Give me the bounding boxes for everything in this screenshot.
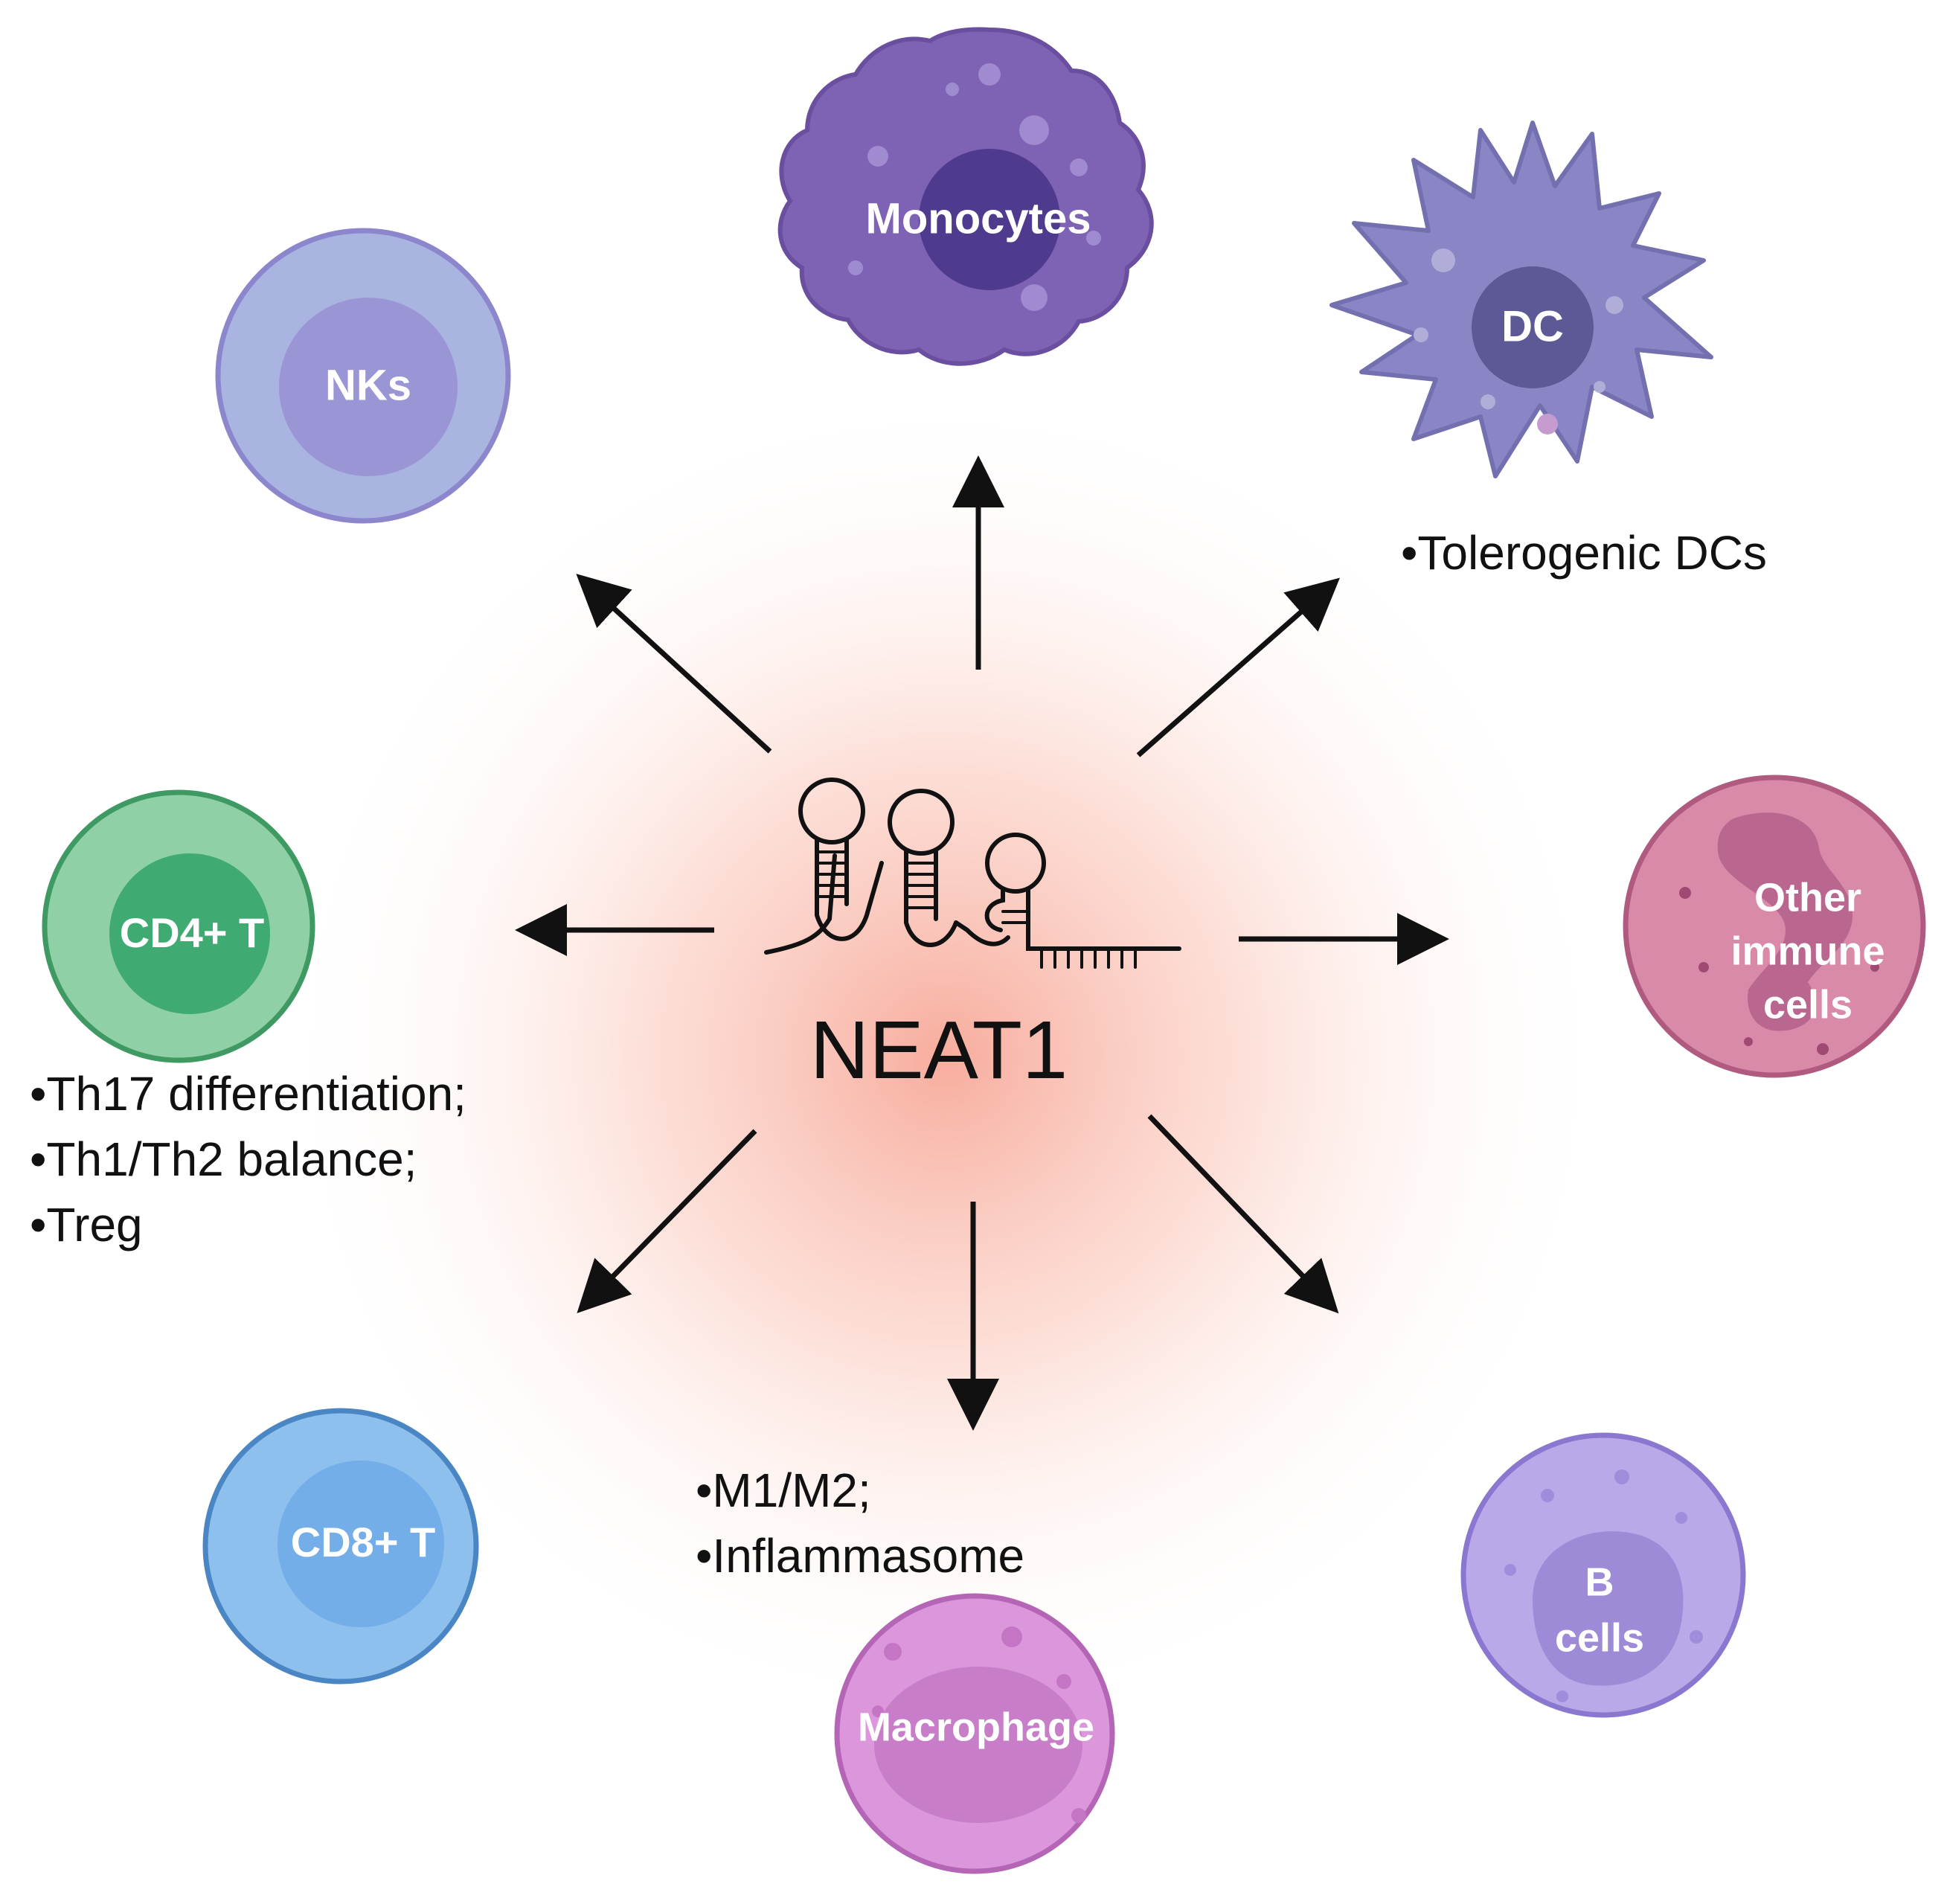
arrow-to-cd8	[577, 1129, 757, 1314]
rna-hairpin-icon	[764, 778, 1181, 969]
monocyte-cell: Monocytes	[777, 27, 1154, 366]
cd8-label: CD8+ T	[291, 1519, 436, 1565]
cd4-label: CD4+ T	[120, 909, 265, 956]
arrow-to-dc	[1136, 577, 1341, 757]
nk-cell: NKs	[215, 228, 511, 524]
dc-label: DC	[1501, 302, 1564, 350]
other-label-line1: Other	[1754, 875, 1861, 920]
cd4-note-line3: •Treg	[30, 1198, 143, 1251]
notes: •Tolerogenic DCs •Th17 differentiation; …	[30, 526, 1767, 1583]
bcells-label-line1: B	[1585, 1560, 1614, 1604]
dc-note-line1: •Tolerogenic DCs	[1401, 526, 1767, 580]
other-immune-cell: Other immune cells	[1623, 775, 1926, 1078]
arrows	[515, 455, 1449, 1431]
center-glow	[275, 387, 1614, 1726]
nks-label: NKs	[325, 361, 411, 409]
b-cell: B cells	[1460, 1432, 1746, 1718]
other-label-line2: immune	[1730, 929, 1884, 973]
neat1-label: NEAT1	[810, 1004, 1068, 1096]
monocytes-label: Monocytes	[866, 194, 1091, 243]
macrophage-cell: Macrophage	[834, 1593, 1115, 1874]
macrophage-note-line1: •M1/M2;	[696, 1464, 871, 1517]
macrophage-note-line2: •Inflammasome	[696, 1529, 1024, 1583]
other-label-line3: cells	[1763, 982, 1852, 1027]
cd8-t-cell: CD8+ T	[202, 1408, 479, 1685]
cd4-t-cell: CD4+ T	[42, 789, 315, 1063]
arrow-to-nks	[576, 574, 772, 754]
dendritic-cell: DC	[1329, 121, 1713, 478]
bcells-label-line2: cells	[1555, 1615, 1644, 1660]
cd4-note-line2: •Th1/Th2 balance;	[30, 1132, 417, 1186]
arrow-to-bcells	[1147, 1114, 1339, 1314]
macrophage-label: Macrophage	[858, 1705, 1094, 1749]
cd4-note-line1: •Th17 differentiation;	[30, 1067, 466, 1121]
